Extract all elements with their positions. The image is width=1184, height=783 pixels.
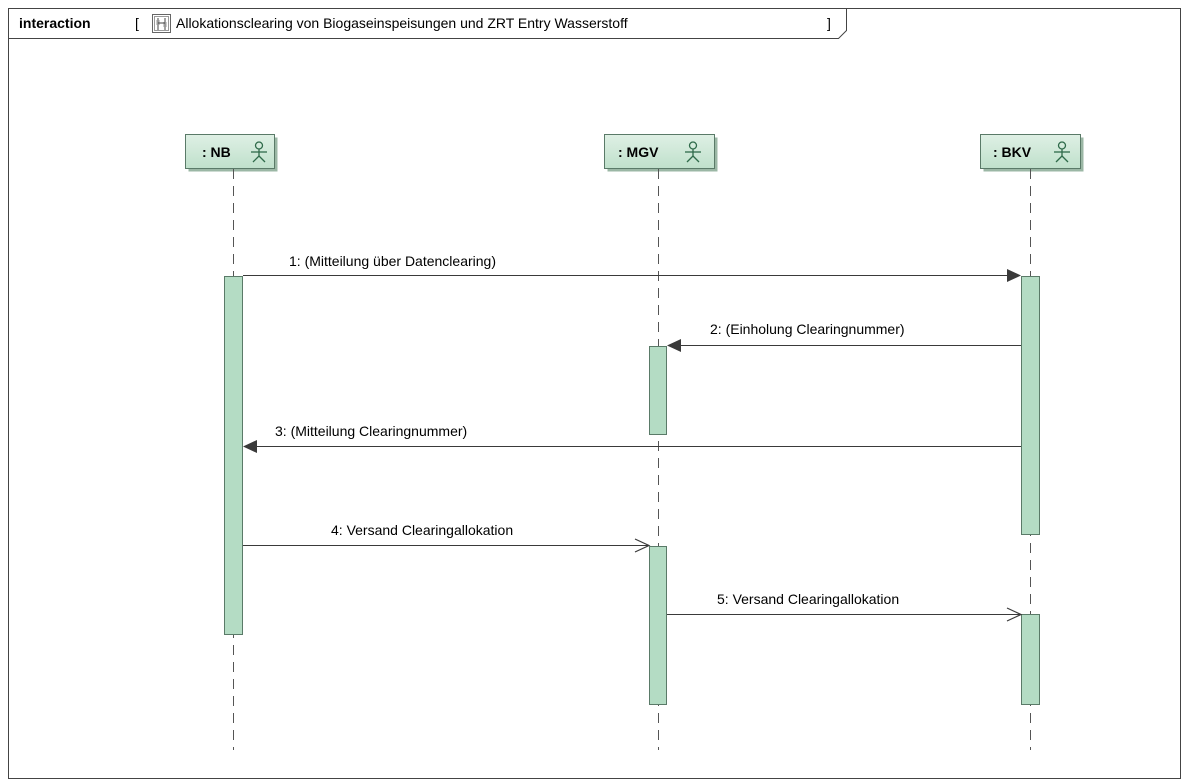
activation-mgv-1 xyxy=(649,346,667,435)
frame-keyword: interaction xyxy=(19,15,91,31)
message-5-label[interactable]: 5: Versand Clearingallokation xyxy=(717,591,899,607)
activation-bkv-2 xyxy=(1021,614,1040,705)
actor-icon xyxy=(685,141,701,163)
frame-close-bracket: ] xyxy=(827,15,831,31)
lifeline-nb-label: : NB xyxy=(202,144,231,160)
message-4: 4: Versand Clearingallokation xyxy=(243,522,651,553)
message-2-label[interactable]: 2: (Einholung Clearingnummer) xyxy=(710,321,905,337)
interaction-frame xyxy=(8,8,1181,779)
frame-title: Allokationsclearing von Biogaseinspeisun… xyxy=(176,15,628,31)
svg-text:interaction: interaction xyxy=(19,15,91,31)
message-1-arrowhead xyxy=(1007,269,1021,282)
message-3-label[interactable]: 3: (Mitteilung Clearingnummer) xyxy=(275,423,467,439)
actor-icon xyxy=(1054,141,1070,163)
lifeline-mgv-label: : MGV xyxy=(618,144,659,160)
activation-mgv-2 xyxy=(649,546,667,705)
activation-bkv-1 xyxy=(1021,276,1040,535)
message-3-arrowhead xyxy=(243,440,257,453)
message-2: 2: (Einholung Clearingnummer) xyxy=(667,321,1021,352)
actor-icon xyxy=(251,141,267,163)
message-5: 5: Versand Clearingallokation xyxy=(667,591,1023,622)
message-1-label[interactable]: 1: (Mitteilung über Datenclearing) xyxy=(289,253,496,269)
message-2-arrowhead xyxy=(667,339,681,352)
lifeline-nb: : NB xyxy=(185,134,278,750)
interaction-diagram-icon xyxy=(152,14,171,33)
message-4-label[interactable]: 4: Versand Clearingallokation xyxy=(331,522,513,538)
message-1: 1: (Mitteilung über Datenclearing) xyxy=(243,253,1021,282)
message-5-arrowhead xyxy=(1006,607,1023,622)
message-3: 3: (Mitteilung Clearingnummer) xyxy=(243,423,1021,453)
frame-open-bracket: [ xyxy=(135,15,139,31)
lifeline-bkv-label: : BKV xyxy=(993,144,1032,160)
activation-nb xyxy=(224,276,243,635)
message-4-arrowhead xyxy=(634,538,651,553)
frame-title-tab xyxy=(8,8,847,39)
